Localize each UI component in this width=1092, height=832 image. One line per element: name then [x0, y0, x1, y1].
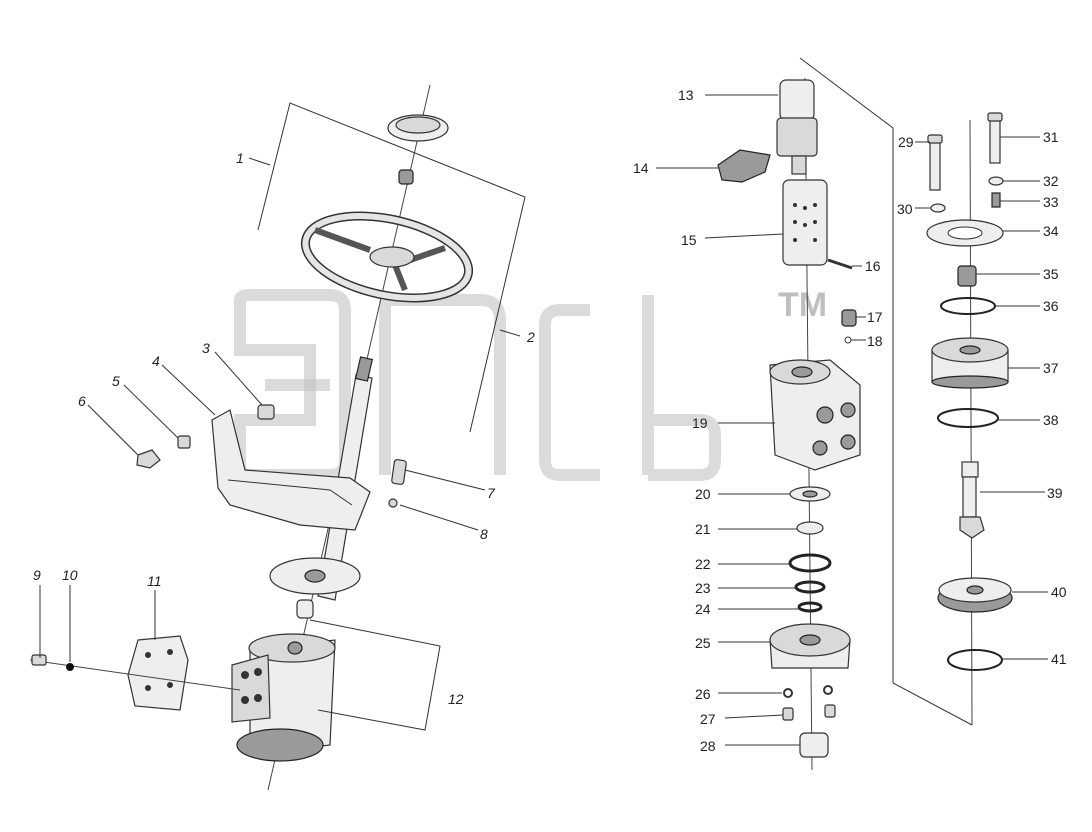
washer	[66, 663, 74, 671]
callout-34: 34	[1043, 223, 1059, 239]
lock-washer	[783, 688, 793, 698]
left-assembly: 1 2 3 4 5 6 7 8 9 10 11 12	[29, 84, 535, 791]
ring-36	[940, 297, 996, 315]
pin	[827, 258, 853, 270]
gerotor-set	[931, 337, 1009, 389]
callout-23: 23	[695, 580, 711, 596]
drive-shaft	[959, 461, 985, 539]
check-valve	[841, 309, 857, 327]
callout-28: 28	[700, 738, 716, 754]
spring-33	[991, 192, 1001, 208]
callout-5: 5	[112, 373, 120, 389]
callout-8: 8	[480, 526, 488, 542]
callout-12: 12	[448, 691, 464, 707]
ring-24	[797, 601, 823, 613]
callout-32: 32	[1043, 173, 1059, 189]
callout-26: 26	[695, 686, 711, 702]
steering-nut	[398, 169, 414, 185]
callout-37: 37	[1043, 360, 1059, 376]
callout-27: 27	[700, 711, 716, 727]
steering-wheel	[300, 211, 474, 303]
bolt-29	[929, 139, 941, 191]
washer-32	[988, 176, 1004, 186]
pump-assembly	[231, 599, 336, 762]
ring-41	[947, 649, 1003, 671]
sleeve	[782, 179, 828, 266]
callout-3: 3	[202, 340, 210, 356]
callout-29: 29	[898, 134, 914, 150]
washer-30	[930, 203, 946, 213]
spacer	[177, 435, 191, 449]
callout-4: 4	[152, 353, 160, 369]
callout-16: 16	[865, 258, 881, 274]
callout-22: 22	[695, 556, 711, 572]
callout-25: 25	[695, 635, 711, 651]
orbitrol-assembly: 13 14 15 16 17 18 19 20 21 22 23 24 25 2…	[633, 77, 883, 771]
callout-21: 21	[695, 521, 711, 537]
callout-20: 20	[695, 486, 711, 502]
callout-9: 9	[33, 567, 41, 583]
watermark-logo: TM	[234, 286, 827, 481]
valve-housing	[769, 359, 861, 471]
end-plate	[926, 219, 1004, 247]
callout-35: 35	[1043, 266, 1059, 282]
callout-15: 15	[681, 232, 697, 248]
bolt	[257, 404, 275, 420]
spacer-35	[957, 265, 977, 287]
callout-6: 6	[78, 393, 86, 409]
washer-21	[796, 521, 824, 535]
callout-40: 40	[1051, 584, 1067, 600]
ring-22	[788, 553, 832, 573]
end-cover	[769, 623, 851, 669]
bolt-small	[31, 654, 47, 666]
bolt-31	[989, 117, 1001, 164]
gerotor-assembly: 29 30 31 32 33 34 35 36 37 38 39 40 41	[799, 57, 1067, 726]
callout-10: 10	[62, 567, 78, 583]
cover-plate	[127, 635, 189, 711]
callout-38: 38	[1043, 412, 1059, 428]
callout-36: 36	[1043, 298, 1059, 314]
callout-11: 11	[147, 573, 162, 589]
callout-17: 17	[867, 309, 883, 325]
callout-39: 39	[1047, 485, 1063, 501]
spool	[779, 79, 815, 121]
callout-33: 33	[1043, 194, 1059, 210]
valve	[391, 459, 407, 485]
callout-13: 13	[678, 87, 694, 103]
watermark-tm: TM	[778, 286, 827, 324]
callout-7: 7	[487, 485, 496, 501]
callout-1: 1	[236, 150, 244, 166]
nut-small	[136, 449, 161, 469]
screw-27	[782, 707, 794, 721]
ring-38	[937, 408, 999, 428]
callout-14: 14	[633, 160, 649, 176]
callout-24: 24	[695, 601, 711, 617]
callout-41: 41	[1051, 651, 1067, 667]
callout-30: 30	[897, 201, 913, 217]
mounting-bracket	[211, 409, 371, 531]
ball	[388, 498, 398, 508]
nut-28	[799, 732, 829, 758]
ring-23	[794, 580, 826, 594]
spring-set	[717, 149, 771, 183]
callout-19: 19	[692, 415, 708, 431]
callout-18: 18	[867, 333, 883, 349]
spacer-plate	[937, 577, 1013, 613]
callout-31: 31	[1043, 129, 1059, 145]
ball-18	[844, 336, 852, 344]
callout-2: 2	[526, 329, 535, 345]
